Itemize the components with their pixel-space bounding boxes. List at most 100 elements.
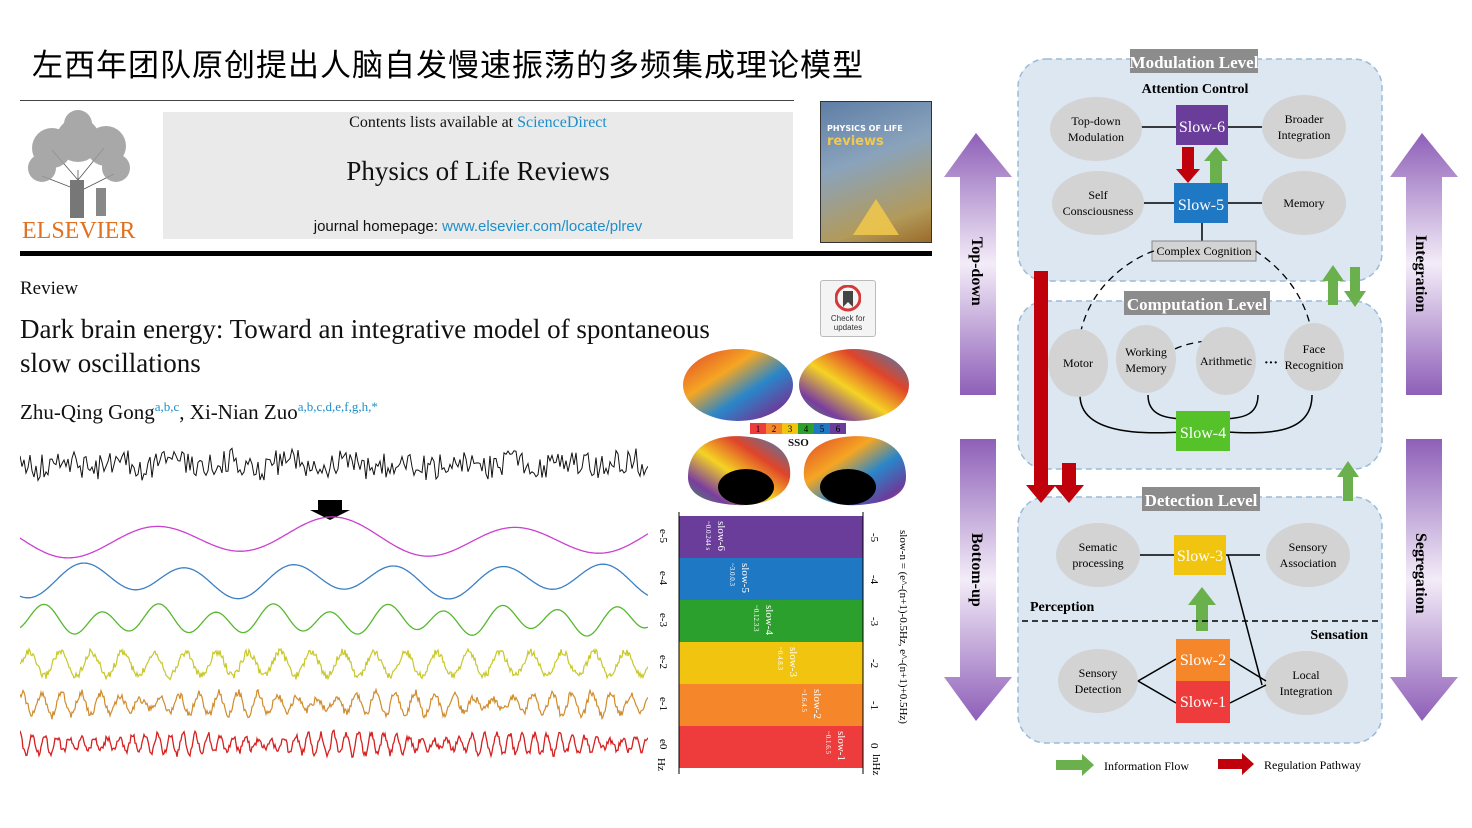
- author-2[interactable]: Xi-Nian Zuo: [189, 400, 298, 424]
- left-tick-1: e-4: [657, 571, 669, 586]
- right-tick-3: -2: [868, 659, 880, 668]
- local-integration-node: [1264, 651, 1348, 715]
- header-rule: [20, 100, 794, 101]
- slow-5-label: Slow-5: [1178, 197, 1224, 214]
- slow-1-box: [1176, 681, 1230, 723]
- slow-2-band-label: slow-2: [811, 689, 823, 719]
- raw-signal-trace: [20, 447, 648, 482]
- slow-1-trace: [20, 729, 648, 759]
- slow-3-band-label: slow-3: [787, 647, 799, 677]
- slow-4-label: Slow-4: [1180, 425, 1226, 442]
- right-tick-2: -3: [868, 617, 880, 627]
- slow-6-box: [1176, 105, 1228, 145]
- local-integration-line1: Local: [1292, 668, 1320, 682]
- motor-label: Motor: [1063, 356, 1093, 370]
- left-tick-3: e-2: [657, 655, 669, 669]
- bottom-up-arrow: [944, 439, 1012, 721]
- left-tick-2: e-3: [657, 613, 669, 628]
- multi-frequency-model-diagram: Modulation Level Attention Control Compu…: [944, 49, 1458, 776]
- information-arrow-5-to-6: [1204, 147, 1228, 183]
- scale-number-1: 1: [756, 424, 761, 434]
- sciencedirect-link[interactable]: ScienceDirect: [517, 114, 607, 131]
- perception-label: Perception: [1030, 600, 1094, 615]
- cover-subtitle: reviews: [827, 134, 884, 149]
- scale-number-4: 4: [804, 424, 809, 434]
- working-memory-line2: Memory: [1125, 361, 1166, 375]
- integration-arrow: [1390, 133, 1458, 395]
- regulation-arrow-long-1: [1026, 271, 1056, 503]
- brain-sso-maps: 1 2 3 4 5 6: [683, 349, 909, 506]
- sso-color-scale: 1 2 3 4 5 6: [750, 423, 846, 434]
- scale-number-5: 5: [820, 424, 825, 434]
- right-tick-0: -5: [868, 533, 880, 543]
- right-tick-4: -1: [868, 701, 880, 710]
- author-separator: ,: [179, 400, 190, 424]
- oscillation-waveforms: [20, 447, 648, 759]
- author-list: Zhu-Qing Gonga,b,c, Xi-Nian Zuoa,b,c,d,e…: [20, 399, 378, 425]
- regulation-arrow-long-2: [1054, 463, 1084, 503]
- band-slow-6: [679, 516, 863, 558]
- top-down-modulation-line1: Top-down: [1071, 114, 1120, 128]
- modulation-level-title: Modulation Level: [1130, 53, 1259, 72]
- scale-number-2: 2: [772, 424, 777, 434]
- paper-title: Dark brain energy: Toward an integrative…: [20, 312, 790, 380]
- slow-1-label: Slow-1: [1180, 694, 1226, 711]
- band-slow-5: [679, 558, 863, 600]
- band-axis-formula: slow-n = (e^-(n+1)-0.5Hz, e^-(n+1)+0.5Hz…: [897, 530, 909, 724]
- check-for-updates-badge[interactable]: Check for updates: [820, 280, 876, 337]
- local-integration-line2: Integration: [1280, 684, 1333, 698]
- homepage-link[interactable]: www.elsevier.com/locate/plrev: [442, 218, 643, 235]
- sso-label: SSO: [788, 437, 809, 449]
- slow-1-range-label: ~0.1.6.5: [824, 731, 832, 755]
- top-down-label: Top-down: [968, 237, 985, 306]
- left-tick-5: e0: [657, 739, 669, 750]
- integration-label: Integration: [1412, 235, 1429, 312]
- brain-lateral-left: [683, 349, 793, 421]
- sensory-detection-line2: Detection: [1075, 682, 1122, 696]
- frequency-band-chart: slow-6~0.0.244 se-5-5slow-5~3.0.0.3e-4-4…: [655, 512, 909, 776]
- brain-lateral-right: [799, 349, 909, 421]
- homepage-line: journal homepage: www.elsevier.com/locat…: [163, 218, 793, 235]
- author-1[interactable]: Zhu-Qing Gong: [20, 400, 155, 424]
- slow-6-label: Slow-6: [1179, 119, 1225, 136]
- sematic-processing-line1: Sematic: [1079, 540, 1118, 554]
- contents-line: Contents lists available at ScienceDirec…: [163, 114, 793, 132]
- slow-3-box: [1174, 535, 1226, 575]
- complex-cognition-label: Complex Cognition: [1156, 244, 1251, 258]
- self-consciousness-line2: Consciousness: [1063, 204, 1134, 218]
- regulation-arrow-6-to-5: [1176, 147, 1200, 183]
- arithmetic-label: Arithmetic: [1200, 354, 1252, 368]
- band-left-unit: Hz: [655, 758, 667, 771]
- information-arrow-2-to-3: [1188, 587, 1216, 631]
- sensory-detection-node: [1058, 649, 1138, 713]
- journal-cover: PHYSICS OF LIFE reviews: [820, 101, 932, 243]
- slow-2-range-label: ~1.6.4.5: [800, 689, 808, 713]
- sensory-association-node: [1266, 523, 1350, 587]
- left-tick-4: e-1: [657, 697, 669, 711]
- author-1-affiliations[interactable]: a,b,c: [154, 399, 180, 414]
- band-slow-1: [679, 726, 863, 768]
- more-functions-ellipsis: ···: [1264, 356, 1278, 371]
- working-memory-node: [1116, 325, 1176, 393]
- header-thick-rule: [20, 251, 932, 256]
- cover-title: PHYSICS OF LIFE: [827, 124, 903, 133]
- slow-5-range-label: ~3.0.0.3: [728, 563, 736, 587]
- face-recognition-line1: Face: [1303, 342, 1326, 356]
- band-right-unit: lnHz: [870, 754, 882, 776]
- author-2-affiliations[interactable]: a,b,c,d,e,f,g,h,*: [297, 399, 378, 414]
- scale-number-3: 3: [788, 424, 793, 434]
- legend-regulation-arrow-icon: [1218, 753, 1254, 775]
- sensory-association-line1: Sensory: [1289, 540, 1328, 554]
- memory-node: [1262, 171, 1346, 235]
- legend-information-flow: Information Flow: [1104, 759, 1189, 773]
- information-arrow-down-right: [1344, 267, 1366, 307]
- face-recognition-line2: Recognition: [1285, 358, 1344, 372]
- slow-4-box: [1176, 411, 1230, 451]
- slow-5-trace: [20, 562, 648, 600]
- sematic-processing-node: [1056, 523, 1140, 587]
- left-tick-0: e-5: [657, 529, 669, 544]
- slow-4-trace: [20, 603, 648, 637]
- right-tick-1: -4: [868, 575, 880, 585]
- legend-regulation-pathway: Regulation Pathway: [1264, 758, 1361, 772]
- cover-pyramid: [853, 199, 899, 235]
